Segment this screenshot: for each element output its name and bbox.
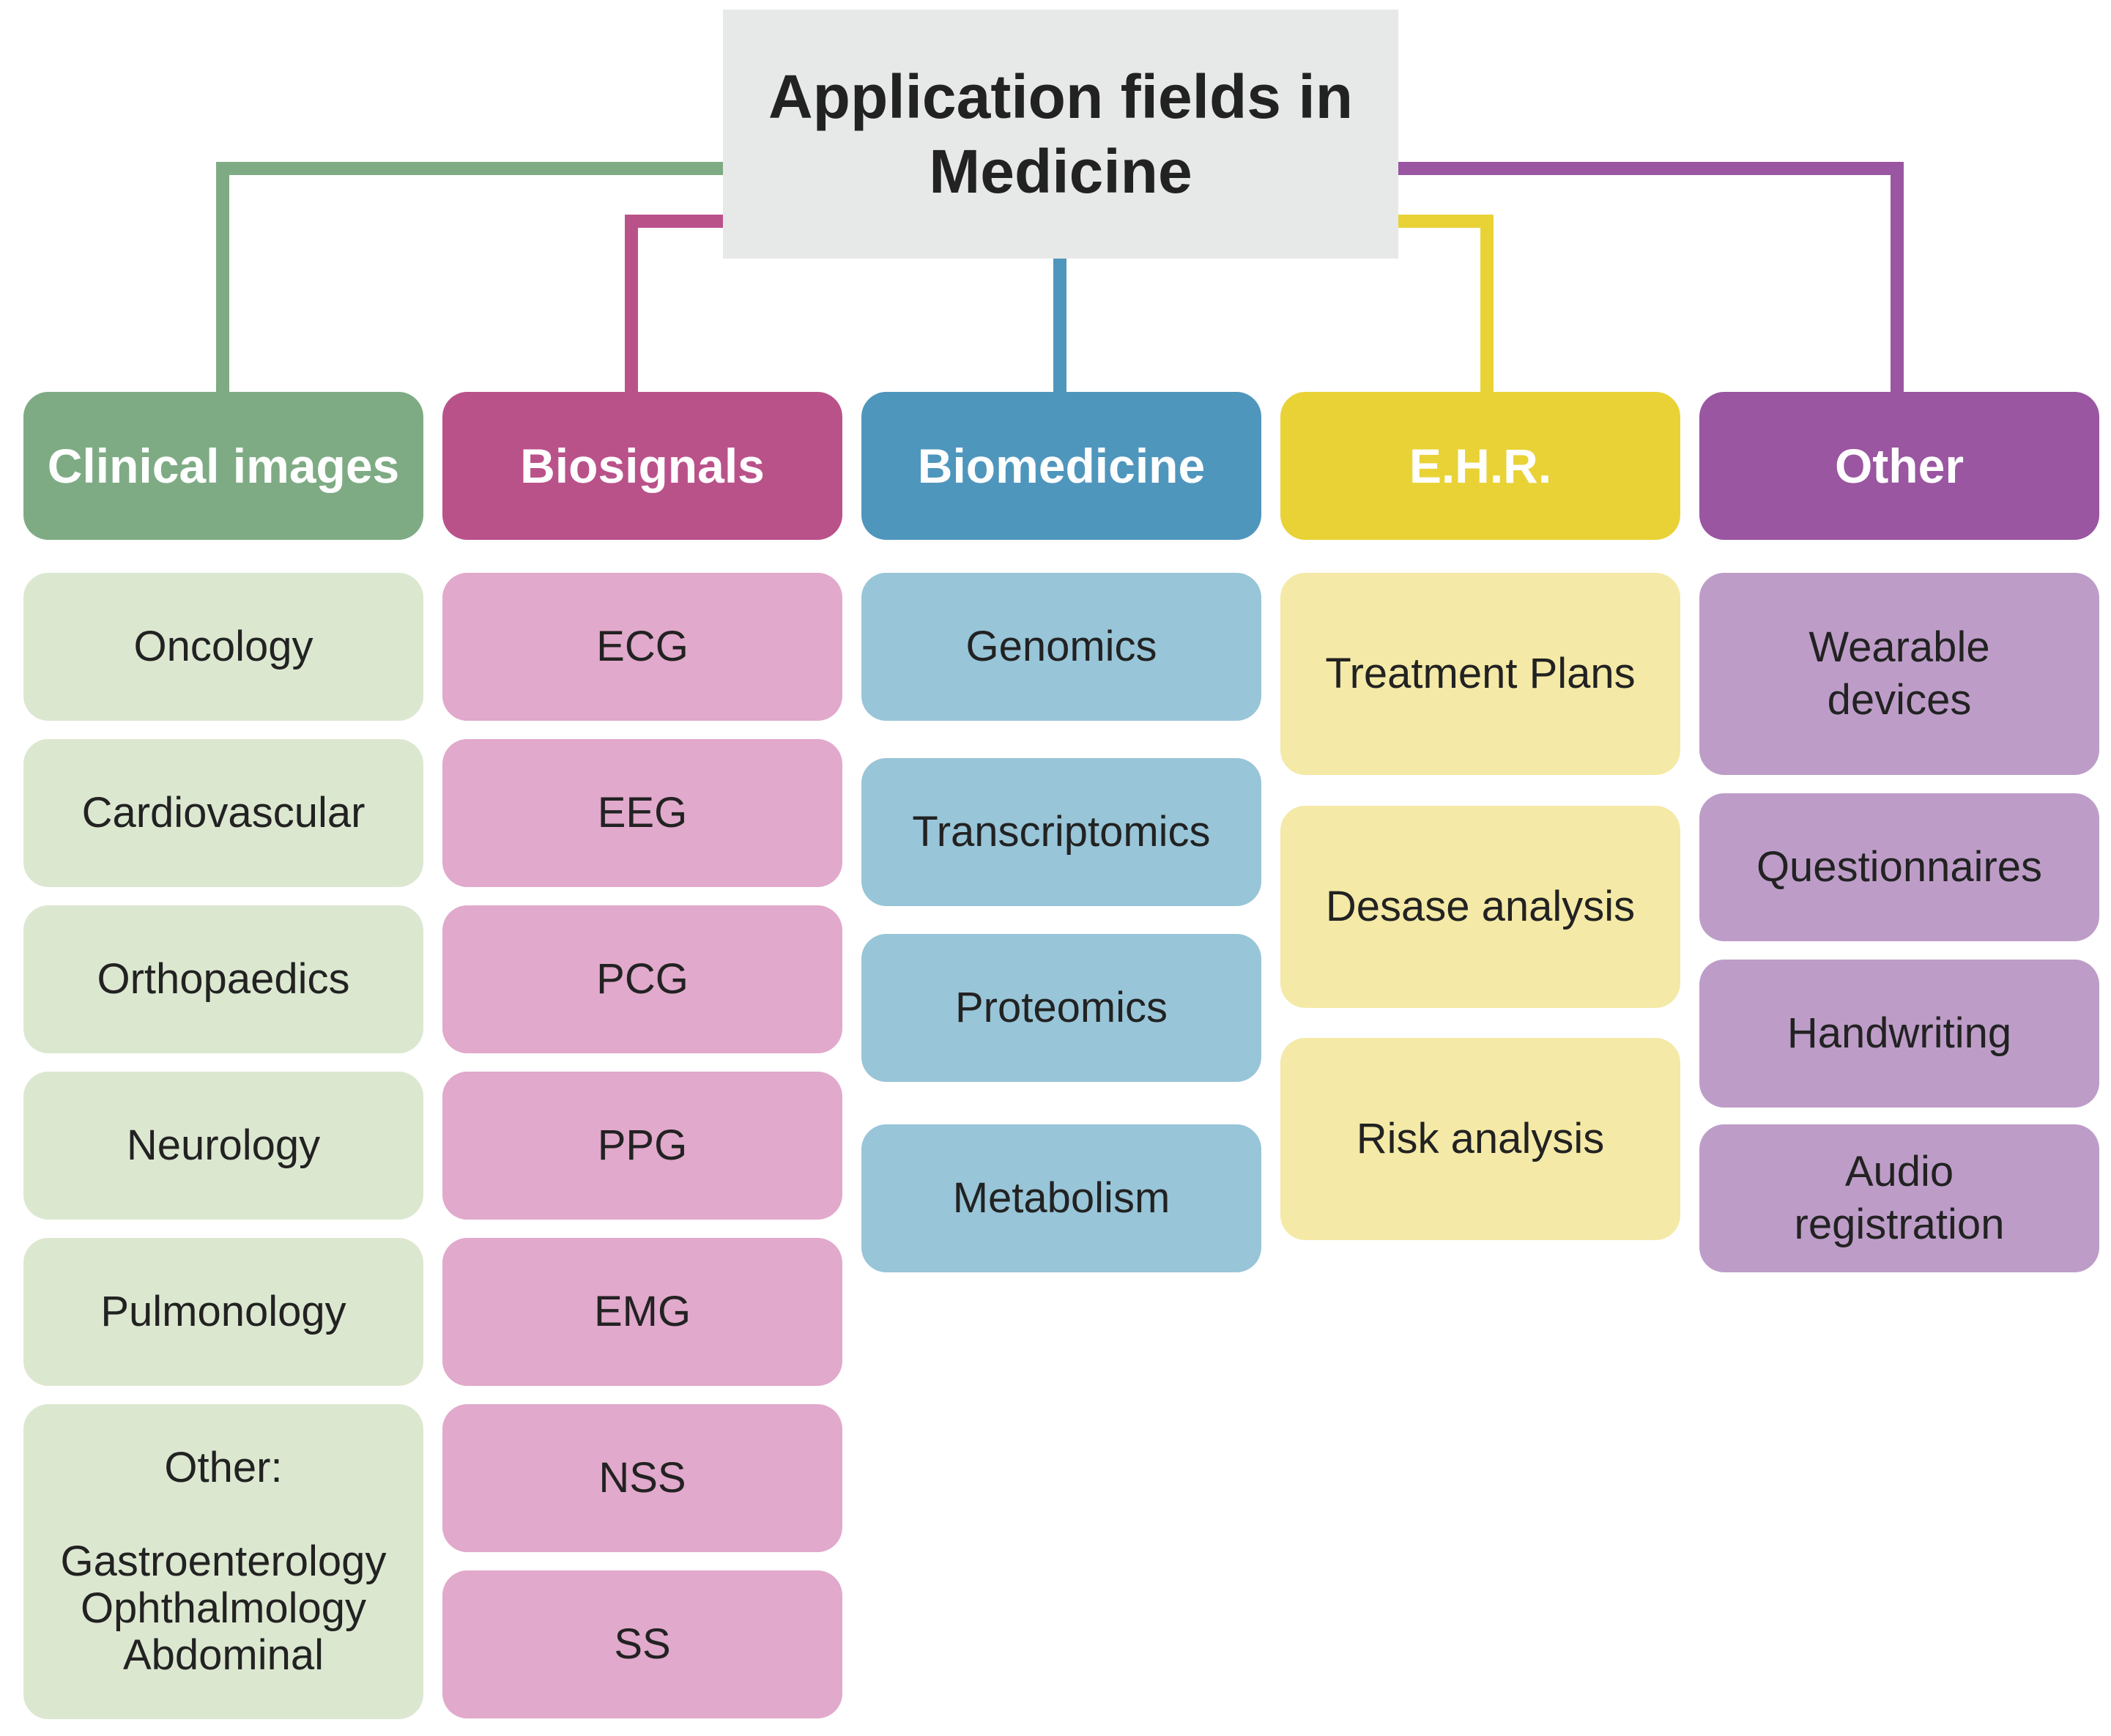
category-title: Biosignals bbox=[520, 439, 765, 493]
root-title-line-1: Application fields in bbox=[768, 62, 1354, 131]
connector-biosignals bbox=[625, 215, 723, 392]
item-label-other: Other: bbox=[164, 1444, 283, 1491]
category-title: Clinical images bbox=[47, 439, 400, 493]
item-ecg: ECG bbox=[442, 573, 842, 721]
item-label: EEG bbox=[597, 789, 688, 837]
item-label: Oncology bbox=[133, 623, 314, 670]
item-ss: SS bbox=[442, 1570, 842, 1718]
item-treatment-plans: Treatment Plans bbox=[1280, 573, 1680, 775]
item-label-gastroenterology: Gastroenterology bbox=[60, 1537, 387, 1585]
item-questionnaires: Questionnaires bbox=[1699, 793, 2099, 941]
connector-other bbox=[1398, 162, 1904, 392]
item-label: SS bbox=[614, 1620, 671, 1668]
item-other-clinical: Other: Gastroenterology Ophthalmology Ab… bbox=[23, 1404, 423, 1719]
item-label: EMG bbox=[593, 1288, 691, 1335]
item-label: Proteomics bbox=[954, 984, 1168, 1031]
item-label: ECG bbox=[596, 623, 689, 670]
root-node: Application fields in Medicine bbox=[723, 10, 1398, 259]
category-title: Other bbox=[1834, 439, 1965, 493]
item-orthopaedics: Orthopaedics bbox=[23, 905, 423, 1053]
category-title: Biomedicine bbox=[917, 439, 1206, 493]
item-metabolism: Metabolism bbox=[861, 1124, 1261, 1272]
item-label: Handwriting bbox=[1787, 1009, 2012, 1057]
item-ppg: PPG bbox=[442, 1072, 842, 1220]
item-cardiovascular: Cardiovascular bbox=[23, 739, 423, 887]
category-header-other: Other bbox=[1699, 392, 2099, 540]
item-label: Pulmonology bbox=[100, 1288, 346, 1335]
item-label: Transcriptomics bbox=[912, 808, 1211, 856]
item-pcg: PCG bbox=[442, 905, 842, 1053]
item-eeg: EEG bbox=[442, 739, 842, 887]
item-transcriptomics: Transcriptomics bbox=[861, 758, 1261, 906]
category-title: E.H.R. bbox=[1409, 439, 1552, 493]
item-nss: NSS bbox=[442, 1404, 842, 1552]
item-proteomics: Proteomics bbox=[861, 934, 1261, 1082]
item-risk-analysis: Risk analysis bbox=[1280, 1038, 1680, 1240]
item-label-line-2: devices bbox=[1827, 676, 1972, 724]
item-label-line-1: Audio bbox=[1844, 1148, 1954, 1195]
item-label: NSS bbox=[598, 1454, 686, 1502]
item-label: Cardiovascular bbox=[81, 789, 366, 837]
item-neurology: Neurology bbox=[23, 1072, 423, 1220]
item-label: Genomics bbox=[965, 623, 1157, 670]
item-wearable-devices: Wearable devices bbox=[1699, 573, 2099, 775]
item-emg: EMG bbox=[442, 1238, 842, 1386]
item-oncology: Oncology bbox=[23, 573, 423, 721]
category-header-biosignals: Biosignals bbox=[442, 392, 842, 540]
item-label: Metabolism bbox=[952, 1174, 1170, 1222]
item-label: PPG bbox=[597, 1121, 688, 1169]
item-label-line-1: Wearable bbox=[1808, 623, 1990, 671]
item-pulmonology: Pulmonology bbox=[23, 1238, 423, 1386]
item-desase-analysis: Desase analysis bbox=[1280, 806, 1680, 1008]
connector-ehr bbox=[1398, 215, 1494, 392]
item-genomics: Genomics bbox=[861, 573, 1261, 721]
root-title-line-2: Medicine bbox=[929, 137, 1192, 206]
category-header-clinical-images: Clinical images bbox=[23, 392, 423, 540]
item-label: Orthopaedics bbox=[97, 955, 350, 1003]
item-label: Neurology bbox=[126, 1121, 321, 1169]
item-label: Treatment Plans bbox=[1325, 650, 1636, 697]
item-label: Desase analysis bbox=[1325, 883, 1636, 930]
item-label-line-2: registration bbox=[1794, 1201, 2005, 1248]
item-audio-registration: Audio registration bbox=[1699, 1124, 2099, 1272]
item-label: Risk analysis bbox=[1356, 1115, 1605, 1162]
category-header-ehr: E.H.R. bbox=[1280, 392, 1680, 540]
connector-clinical bbox=[216, 162, 723, 392]
item-label: PCG bbox=[596, 955, 689, 1003]
item-label-abdominal: Abdominal bbox=[122, 1631, 324, 1679]
item-label: Questionnaires bbox=[1756, 843, 2043, 891]
item-label-ophthalmology: Ophthalmology bbox=[80, 1584, 367, 1632]
item-handwriting: Handwriting bbox=[1699, 960, 2099, 1108]
category-header-biomedicine: Biomedicine bbox=[861, 392, 1261, 540]
